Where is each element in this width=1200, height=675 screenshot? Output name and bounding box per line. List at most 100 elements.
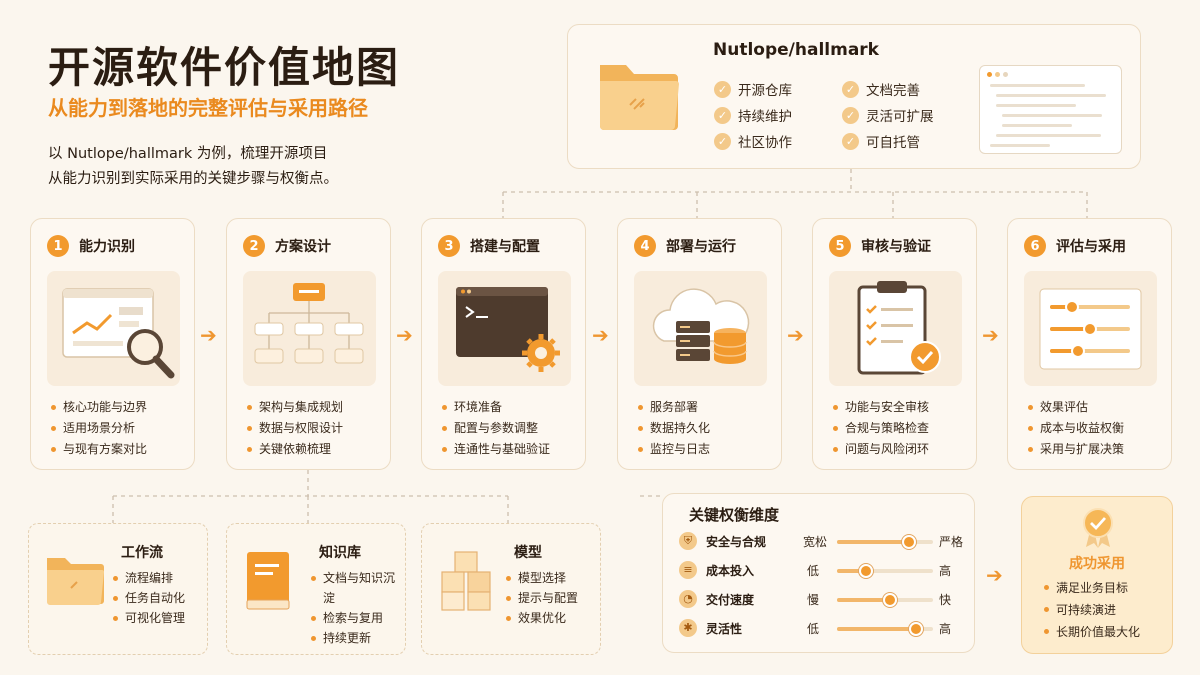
step-title: 部署与运行 (666, 239, 736, 255)
architecture-tree-icon (243, 271, 376, 386)
success-title: 成功采用 (1069, 556, 1125, 572)
list-item: 关键依赖梳理 (247, 439, 343, 460)
list-item: 服务部署 (638, 397, 710, 418)
success-card: 成功采用 满足业务目标 可持续演进 长期价值最大化 (1021, 496, 1173, 654)
page-title: 开源软件价值地图 (48, 43, 401, 92)
list-item: 配置与参数调整 (442, 418, 550, 439)
feature-item: ✓开源仓库 (714, 79, 792, 99)
list-item: 模型选择 (506, 568, 578, 588)
list-item: 环境准备 (442, 397, 550, 418)
list-item: 长期价值最大化 (1044, 621, 1140, 643)
ext-card-knowledge[interactable]: 知识库 文档与知识沉淀 检索与复用 持续更新 (226, 523, 406, 655)
ext-title: 模型 (514, 545, 542, 561)
feature-item: ✓文档完善 (842, 79, 920, 99)
tradeoff-row: ✱ 灵活性 低 高 (679, 618, 964, 640)
feature-item: ✓社区协作 (714, 131, 792, 151)
step-card-5[interactable]: 5 审核与验证 功能与安全审核 合规与策略检查 问题与风险闭环 (812, 218, 977, 470)
intro-line-1: 以 Nutlope/hallmark 为例，梳理开源项目 (48, 146, 328, 162)
list-item: 流程编排 (113, 568, 185, 588)
step-bullets: 效果评估 成本与收益权衡 采用与扩展决策 (1028, 397, 1124, 460)
repo-name: Nutlope/hallmark (713, 40, 879, 60)
feature-item: ✓可自托管 (842, 131, 920, 151)
book-icon (246, 552, 290, 610)
tradeoff-slider[interactable] (837, 535, 933, 549)
step-bullets: 功能与安全审核 合规与策略检查 问题与风险闭环 (833, 397, 929, 460)
step-card-4[interactable]: 4 部署与运行 服务部署 数据持久化 监控与日志 (617, 218, 782, 470)
list-item: 效果优化 (506, 608, 578, 628)
ext-card-workflow[interactable]: 工作流 流程编排 任务自动化 可视化管理 (28, 523, 208, 655)
list-item: 监控与日志 (638, 439, 710, 460)
list-item: 连通性与基础验证 (442, 439, 550, 460)
step-bullets: 核心功能与边界 适用场景分析 与现有方案对比 (51, 397, 147, 460)
tradeoff-slider[interactable] (837, 593, 933, 607)
list-item: 提示与配置 (506, 588, 578, 608)
list-item: 核心功能与边界 (51, 397, 147, 418)
code-preview-window (979, 65, 1122, 154)
list-item: 功能与安全审核 (833, 397, 929, 418)
intro-text: 以 Nutlope/hallmark 为例，梳理开源项目 从能力识别到实际采用的… (48, 142, 388, 192)
list-item: 任务自动化 (113, 588, 185, 608)
shield-icon: ⛨ (679, 532, 697, 550)
feature-item: ✓持续维护 (714, 105, 792, 125)
ext-card-model[interactable]: 模型 模型选择 提示与配置 效果优化 (421, 523, 601, 655)
puzzle-icon: ✱ (679, 619, 697, 637)
step-title: 方案设计 (275, 239, 331, 255)
step-number: 5 (829, 235, 851, 257)
ext-bullets: 文档与知识沉淀 检索与复用 持续更新 (311, 568, 405, 648)
cubes-icon (441, 551, 491, 611)
step-number: 6 (1024, 235, 1046, 257)
arrow-right-icon: ➔ (200, 323, 217, 347)
tradeoff-slider[interactable] (837, 622, 933, 636)
check-icon: ✓ (842, 80, 859, 98)
list-item: 与现有方案对比 (51, 439, 147, 460)
step-title: 审核与验证 (861, 239, 931, 255)
check-icon: ✓ (714, 132, 731, 150)
list-item: 满足业务目标 (1044, 577, 1140, 599)
clipboard-check-icon (829, 271, 962, 386)
terminal-gear-icon (438, 271, 571, 386)
list-item: 适用场景分析 (51, 418, 147, 439)
success-bullets: 满足业务目标 可持续演进 长期价值最大化 (1044, 577, 1140, 643)
cloud-server-icon (634, 271, 767, 386)
arrow-right-icon: ➔ (592, 323, 609, 347)
step-bullets: 环境准备 配置与参数调整 连通性与基础验证 (442, 397, 550, 460)
sliders-icon (1024, 271, 1157, 386)
ext-bullets: 模型选择 提示与配置 效果优化 (506, 568, 578, 628)
clock-icon: ◔ (679, 590, 697, 608)
list-item: 成本与收益权衡 (1028, 418, 1124, 439)
list-item: 问题与风险闭环 (833, 439, 929, 460)
step-number: 1 (47, 235, 69, 257)
step-title: 评估与采用 (1056, 239, 1126, 255)
step-bullets: 服务部署 数据持久化 监控与日志 (638, 397, 710, 460)
list-item: 采用与扩展决策 (1028, 439, 1124, 460)
list-item: 数据与权限设计 (247, 418, 343, 439)
arrow-right-icon: ➔ (787, 323, 804, 347)
ext-bullets: 流程编排 任务自动化 可视化管理 (113, 568, 185, 628)
repo-card[interactable]: Nutlope/hallmark ✓开源仓库 ✓持续维护 ✓社区协作 ✓文档完善… (567, 24, 1141, 169)
award-badge-icon (1083, 508, 1113, 548)
step-title: 搭建与配置 (470, 239, 540, 255)
check-icon: ✓ (714, 106, 731, 124)
list-item: 合规与策略检查 (833, 418, 929, 439)
step-number: 4 (634, 235, 656, 257)
step-title: 能力识别 (79, 239, 135, 255)
step-card-6[interactable]: 6 评估与采用 效果评估 成本与收益权衡 采用与扩展决策 (1007, 218, 1172, 470)
list-item: 检索与复用 (311, 608, 405, 628)
list-item: 数据持久化 (638, 418, 710, 439)
tradeoff-card: 关键权衡维度 ⛨ 安全与合规 宽松 严格 ≡ 成本投入 低 高 ◔ 交付速度 慢… (662, 493, 975, 653)
tradeoff-row: ◔ 交付速度 慢 快 (679, 589, 964, 611)
tradeoff-title: 关键权衡维度 (685, 504, 784, 525)
tradeoff-row: ⛨ 安全与合规 宽松 严格 (679, 531, 964, 553)
folder-icon (47, 558, 104, 605)
tradeoff-slider[interactable] (837, 564, 933, 578)
ext-title: 知识库 (319, 545, 361, 561)
intro-line-2: 从能力识别到实际采用的关键步骤与权衡点。 (48, 171, 338, 187)
step-card-1[interactable]: 1 能力识别 核心功能与边界 适用场景分析 与现有方案对比 (30, 218, 195, 470)
tradeoff-row: ≡ 成本投入 低 高 (679, 560, 964, 582)
check-icon: ✓ (842, 132, 859, 150)
check-icon: ✓ (714, 80, 731, 98)
folder-icon (600, 65, 679, 130)
